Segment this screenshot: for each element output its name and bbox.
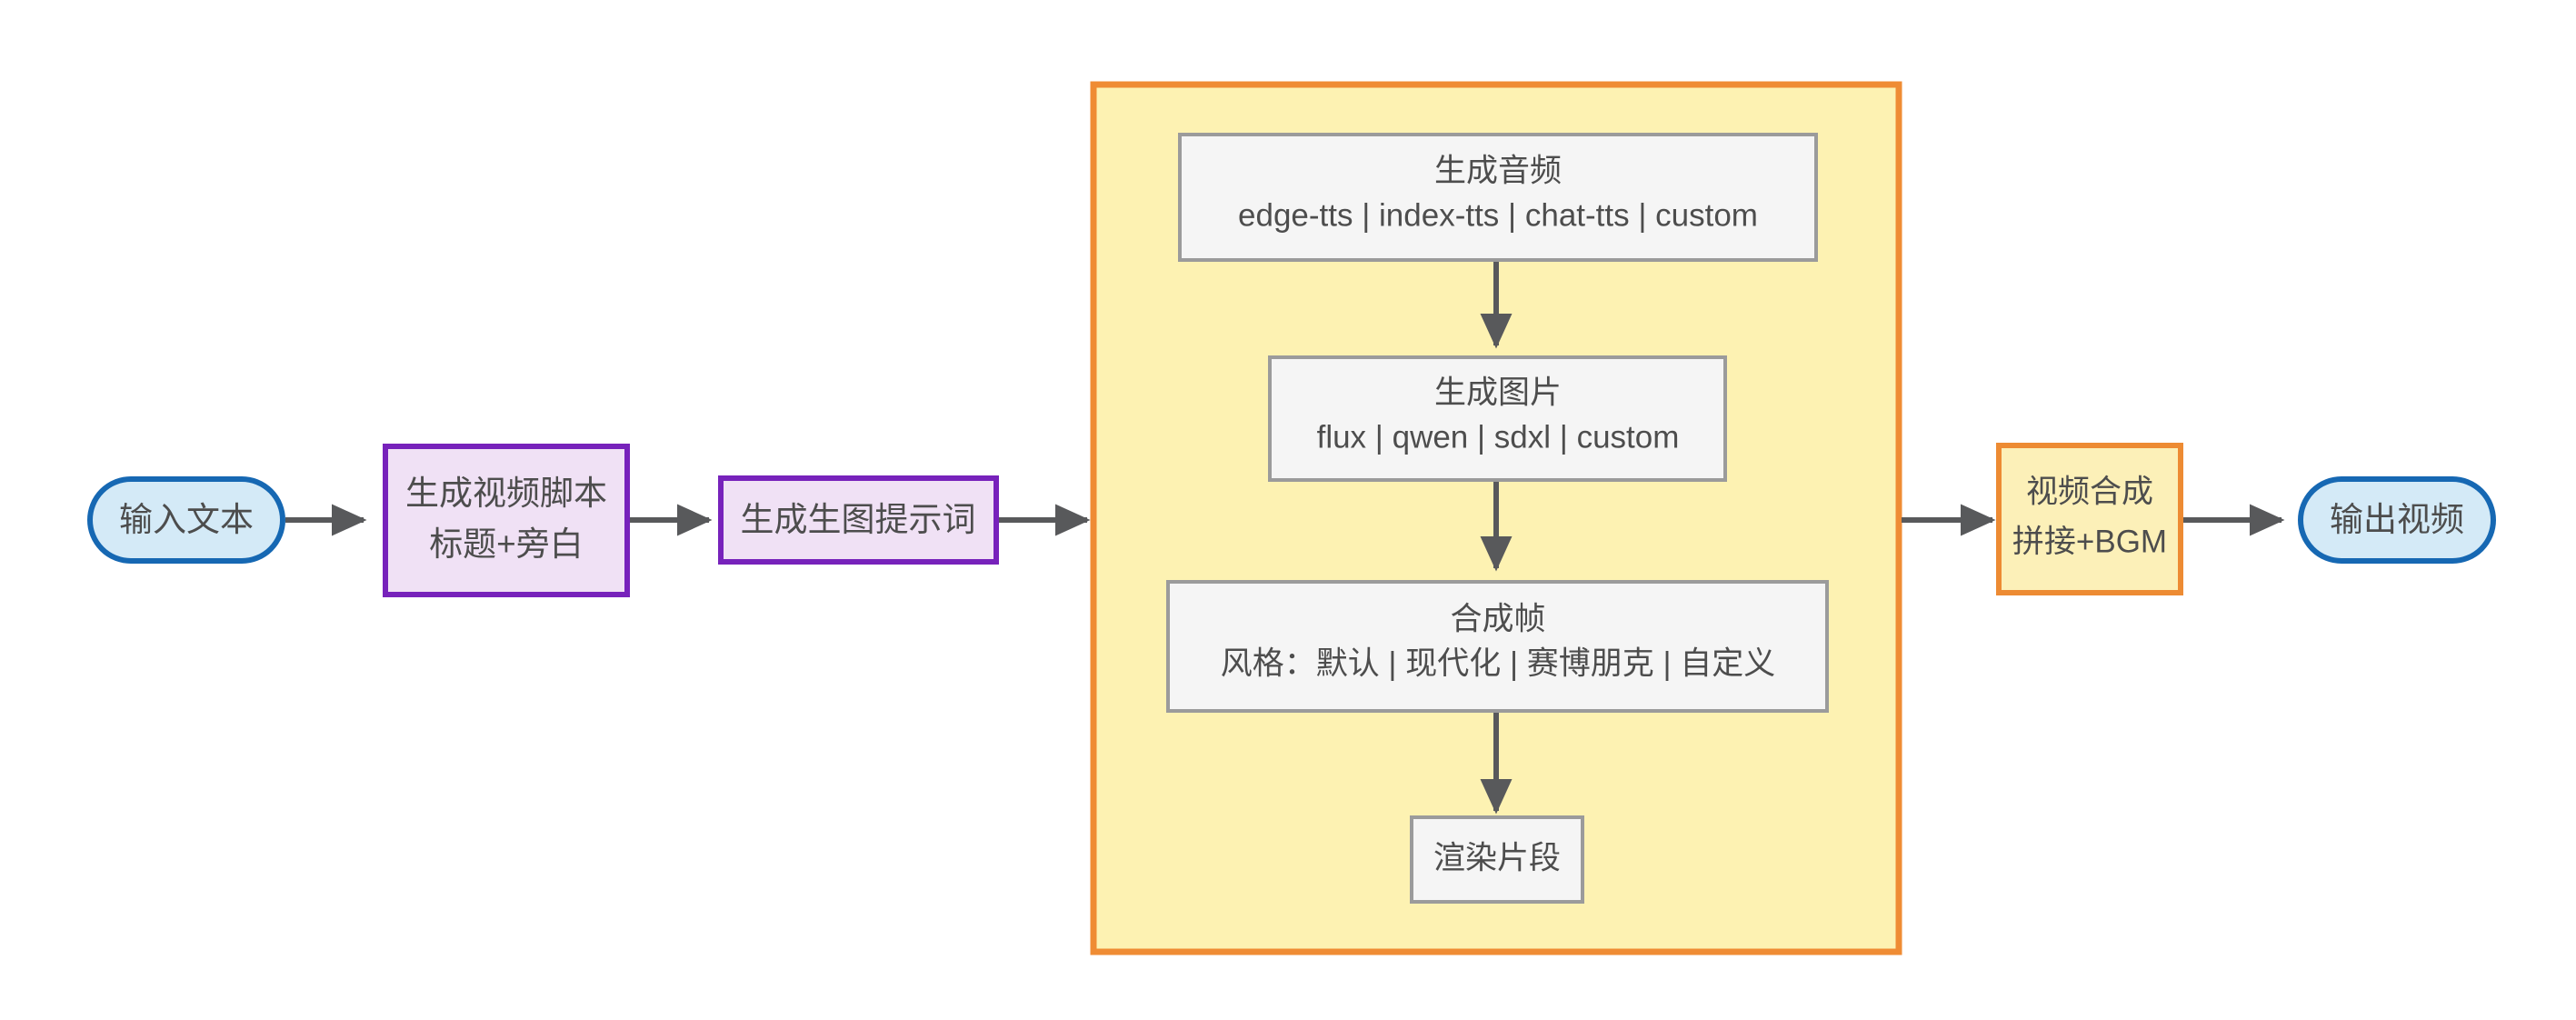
node-render-segment-shape [1410, 815, 1584, 904]
node-generate-audio-shape [1178, 133, 1818, 262]
node-generate-prompt-shape [718, 475, 999, 565]
node-output-video-shape [2298, 476, 2496, 564]
node-generate-audio-title: 生成音频 [1434, 153, 1562, 188]
node-generate-prompt-label: 生成生图提示词 [741, 501, 976, 538]
node-compose-frame[interactable]: 合成帧 风格：默认 | 现代化 | 赛博朋克 | 自定义 [1166, 580, 1829, 713]
node-compose-frame-title: 合成帧 [1450, 601, 1545, 636]
node-generate-prompt[interactable]: 生成生图提示词 [718, 475, 999, 565]
node-generate-script-line2: 标题+旁白 [429, 525, 584, 563]
node-generate-image-shape [1268, 355, 1727, 482]
node-generate-script-shape [383, 444, 630, 597]
node-generate-image-options: flux | qwen | sdxl | custom [1317, 419, 1680, 455]
node-compose-frame-styles: 风格：默认 | 现代化 | 赛博朋克 | 自定义 [1221, 645, 1776, 681]
node-video-compose[interactable]: 视频合成 拼接+BGM [1996, 443, 2183, 595]
node-video-compose-line1: 视频合成 [2026, 474, 2153, 509]
node-render-segment-label: 渲染片段 [1433, 840, 1561, 875]
node-video-compose-shape [1996, 443, 2183, 595]
node-output-video-label: 输出视频 [2330, 501, 2464, 538]
node-generate-image-title: 生成图片 [1434, 375, 1562, 410]
node-input-text-shape [87, 476, 285, 564]
node-generate-script[interactable]: 生成视频脚本 标题+旁白 [383, 444, 630, 597]
node-input-text-label: 输入文本 [119, 501, 254, 538]
node-generate-audio[interactable]: 生成音频 edge-tts | index-tts | chat-tts | c… [1178, 133, 1818, 262]
node-render-segment[interactable]: 渲染片段 [1410, 815, 1584, 904]
node-generate-image[interactable]: 生成图片 flux | qwen | sdxl | custom [1268, 355, 1727, 482]
node-input-text[interactable]: 输入文本 [87, 476, 285, 564]
node-generate-script-line1: 生成视频脚本 [405, 475, 607, 512]
node-output-video[interactable]: 输出视频 [2298, 476, 2496, 564]
node-generate-audio-options: edge-tts | index-tts | chat-tts | custom [1238, 197, 1758, 233]
node-video-compose-line2: 拼接+BGM [2012, 524, 2167, 559]
node-compose-frame-shape [1166, 580, 1829, 713]
